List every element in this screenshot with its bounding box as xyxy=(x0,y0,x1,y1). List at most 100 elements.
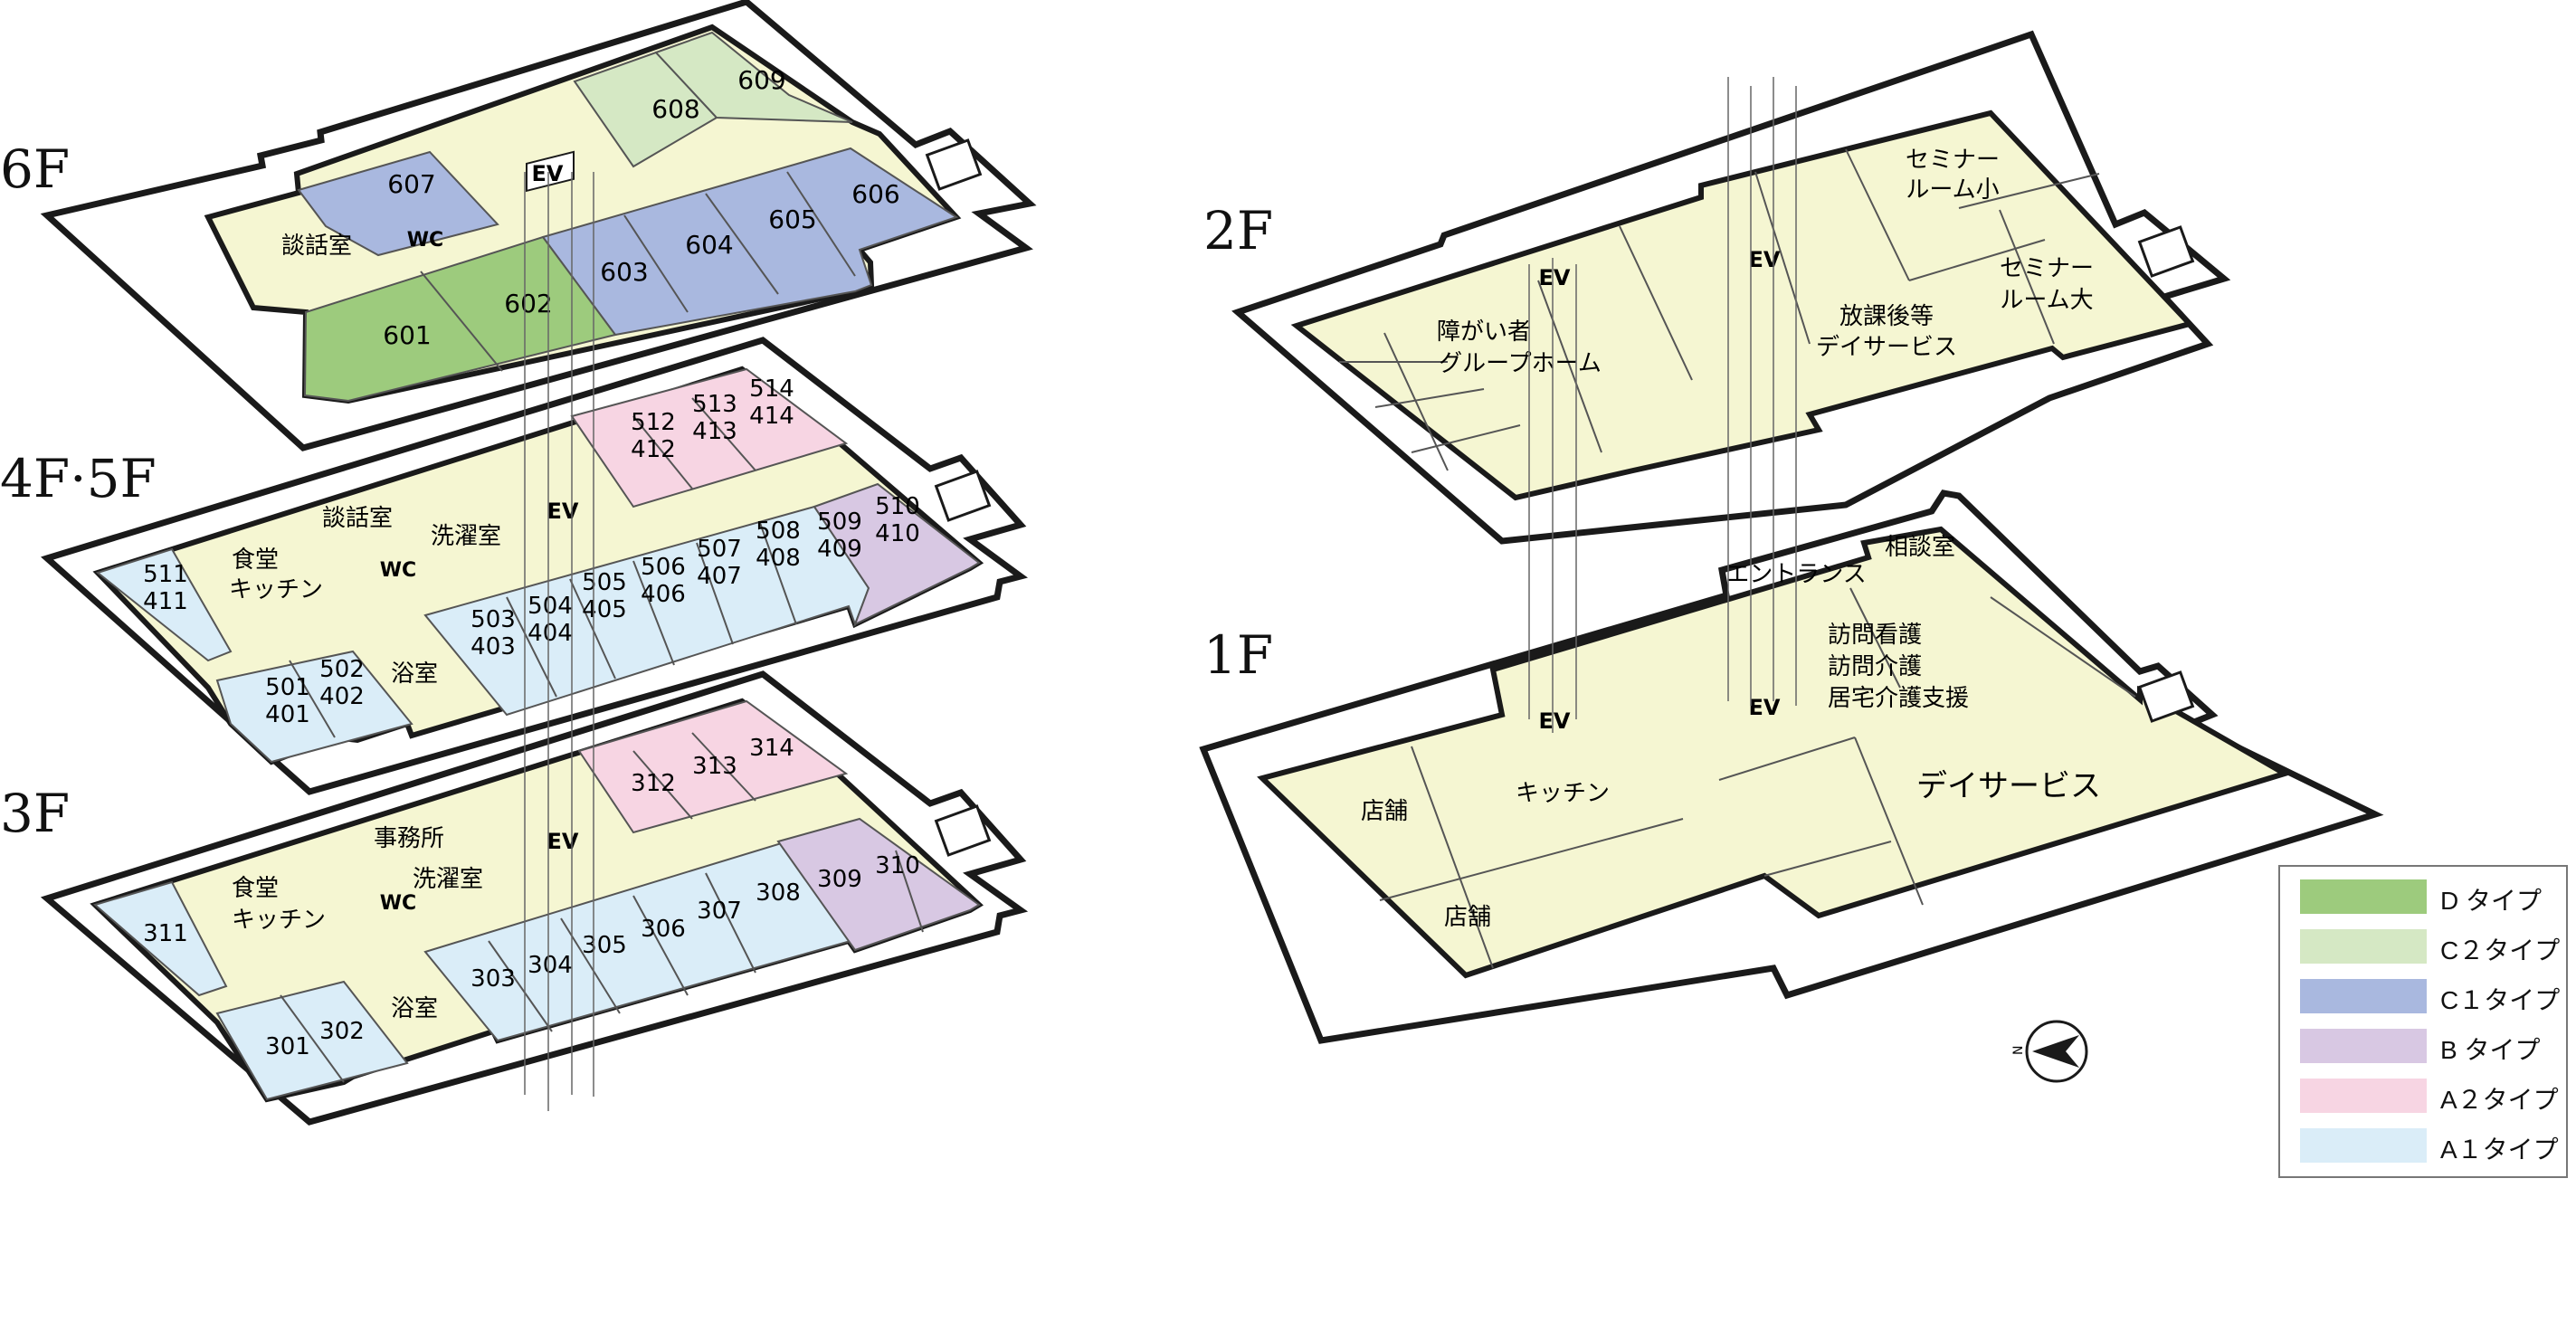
left-ev-shaft-lines xyxy=(524,172,594,1111)
room-304-label: 304 xyxy=(528,952,573,979)
floor-4f-5f: EV 511 411 501 401 502 402 503 403 504 4… xyxy=(41,337,1029,795)
room-302-label: 302 xyxy=(319,1018,365,1045)
legend-swatch xyxy=(2300,1128,2427,1163)
room-510-label: 510 xyxy=(875,493,920,520)
sentaku-3f-label: 洗濯室 xyxy=(413,866,483,893)
floor-title-3f: 3F xyxy=(0,783,71,844)
room-314-label: 314 xyxy=(749,735,794,762)
jimusho-3f-label: 事務所 xyxy=(374,825,444,852)
room-303-label: 303 xyxy=(471,965,516,993)
room-311-label: 311 xyxy=(143,920,188,947)
room-409-label: 409 xyxy=(817,536,862,563)
danwa-45f-label: 談話室 xyxy=(322,505,393,532)
room-310-label: 310 xyxy=(875,852,920,879)
legend-item: C２タイプ xyxy=(2300,929,2562,965)
yokushitsu-45f-label: 浴室 xyxy=(391,660,438,688)
room-503-label: 503 xyxy=(471,606,516,633)
floor-1f: EV EV エントランス 相談室 訪問看護 訪問介護 居宅介護支援 キッチン 店… xyxy=(1199,489,2384,1044)
room-508-label: 508 xyxy=(756,518,801,545)
floor-title-6f: 6F xyxy=(0,138,71,200)
seminar-large-label-2: ルーム大 xyxy=(2000,287,2093,314)
group-home-label-1: 障がい者 xyxy=(1437,318,1531,346)
floor-title-1f: 1F xyxy=(1203,624,1274,686)
rooms-512-514 xyxy=(570,367,849,508)
room-501-label: 501 xyxy=(265,674,310,701)
group-home-label-2: グループホーム xyxy=(1439,350,1602,377)
wc-6f-label: WC xyxy=(407,229,443,252)
room-514-label: 514 xyxy=(749,375,794,403)
room-607-label: 607 xyxy=(387,169,435,199)
seminar-large-label-1: セミナー xyxy=(2000,255,2094,282)
kitchen-1f-label: キッチン xyxy=(1516,780,1610,807)
room-603-label: 603 xyxy=(600,257,648,287)
room-401-label: 401 xyxy=(265,701,310,728)
room-512-label: 512 xyxy=(631,409,676,436)
ev-label-1f-a: EV xyxy=(1539,708,1571,734)
legend-label: A２タイプ xyxy=(2440,1086,2559,1114)
ev-label-1f-b: EV xyxy=(1749,695,1781,720)
legend: D タイプ C２タイプ C１タイプ B タイプ A２タイプ A１タイプ xyxy=(2278,865,2568,1178)
room-607 xyxy=(297,150,499,257)
legend-item: C１タイプ xyxy=(2300,979,2562,1014)
room-507-label: 507 xyxy=(697,536,742,563)
room-307-label: 307 xyxy=(697,898,742,925)
room-402-label: 402 xyxy=(319,683,365,710)
floor-3f: EV 311 301 302 303 304 305 306 307 308 3… xyxy=(40,670,1029,1126)
day-service-label: デイサービス xyxy=(1916,768,2101,804)
room-311 xyxy=(92,880,228,997)
rooms-501-502 xyxy=(215,650,413,764)
rooms-309-310 xyxy=(776,817,981,952)
legend-item: A２タイプ xyxy=(2300,1079,2562,1114)
legend-swatch xyxy=(2300,1029,2427,1063)
room-602-label: 602 xyxy=(504,289,552,318)
room-306-label: 306 xyxy=(641,916,686,943)
room-606-label: 606 xyxy=(851,179,899,209)
after-school-label-1: 放課後等 xyxy=(1839,303,1934,330)
soudan-label: 相談室 xyxy=(1885,534,1955,561)
legend-label: D タイプ xyxy=(2440,887,2543,915)
room-301-label: 301 xyxy=(265,1033,310,1060)
houmon-kaigo-label: 訪問介護 xyxy=(1828,653,1922,680)
ev-label-3f: EV xyxy=(547,829,579,854)
rooms-603-606 xyxy=(541,147,959,337)
room-414-label: 414 xyxy=(749,403,794,430)
room-313-label: 313 xyxy=(692,753,737,780)
room-502-label: 502 xyxy=(319,656,365,683)
floor-2f: EV EV セミナー ルーム小 セミナー ルーム大 障がい者 グループホーム 放… xyxy=(1231,30,2231,545)
room-407-label: 407 xyxy=(697,563,742,590)
kitchen-3f-label: キッチン xyxy=(232,907,326,934)
room-601-label: 601 xyxy=(383,320,431,350)
room-505-label: 505 xyxy=(582,569,627,596)
floor-title-2f: 2F xyxy=(1203,200,1274,261)
room-403-label: 403 xyxy=(471,633,516,660)
room-604-label: 604 xyxy=(685,230,733,260)
floor-2f-common xyxy=(1290,109,2195,501)
room-609 xyxy=(654,31,853,123)
legend-label: C２タイプ xyxy=(2440,936,2561,965)
room-408-label: 408 xyxy=(756,545,801,572)
rooms-509-510 xyxy=(813,482,981,627)
wc-3f-label: WC xyxy=(380,892,416,915)
yokushitsu-3f-label: 浴室 xyxy=(391,995,438,1022)
room-506-label: 506 xyxy=(641,554,686,581)
room-308-label: 308 xyxy=(756,879,801,907)
legend-swatch xyxy=(2300,879,2427,914)
room-609-label: 609 xyxy=(737,65,785,95)
ev-label-6f: EV xyxy=(532,161,564,186)
ev-label-2f-b: EV xyxy=(1749,247,1781,272)
shokudo-3f-label: 食堂 xyxy=(232,875,279,902)
legend-item: A１タイプ xyxy=(2300,1128,2562,1164)
legend-label: C１タイプ xyxy=(2440,986,2561,1014)
legend-label: B タイプ xyxy=(2440,1036,2541,1064)
room-404-label: 404 xyxy=(528,620,573,647)
room-411-label: 411 xyxy=(143,588,188,615)
seminar-small-label-1: セミナー xyxy=(1906,147,2000,174)
room-511-label: 511 xyxy=(143,561,188,588)
room-405-label: 405 xyxy=(582,596,627,623)
houmon-kango-label: 訪問看護 xyxy=(1828,622,1922,649)
after-school-label-2: デイサービス xyxy=(1816,334,1957,361)
room-605-label: 605 xyxy=(768,204,816,234)
legend-swatch xyxy=(2300,929,2427,964)
compass-icon: N xyxy=(2011,1020,2088,1083)
room-309-label: 309 xyxy=(817,866,862,893)
